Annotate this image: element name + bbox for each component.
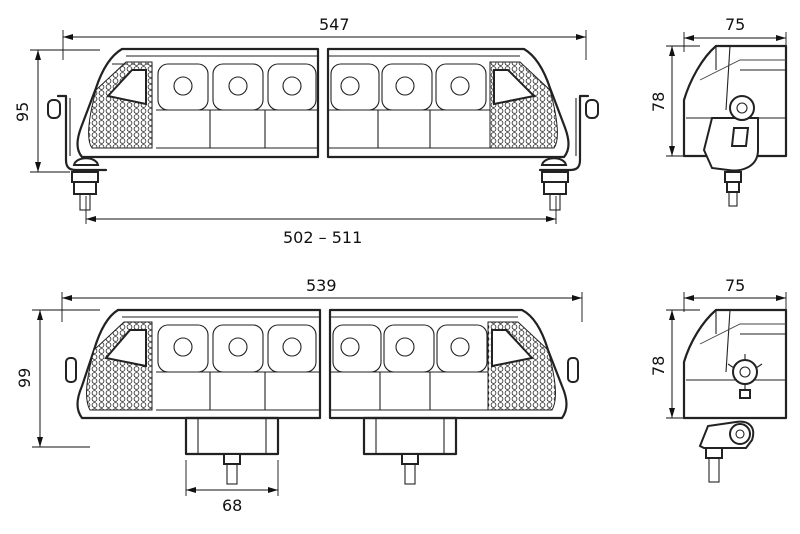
side-housing-top — [682, 44, 788, 207]
top-side-view: 75 78 — [649, 15, 788, 207]
lamp-housing-left-2 — [76, 308, 322, 420]
mount-bracket-right — [538, 94, 599, 211]
lamp-housing-right — [326, 47, 570, 159]
top-front-view: 547 95 502 – 511 — [13, 15, 599, 247]
dim-side-width-label-2: 75 — [725, 276, 745, 295]
dim-height-95: 95 — [13, 49, 100, 173]
mount-block-left — [184, 416, 280, 485]
dim-side-width-2: 75 — [683, 276, 787, 312]
bottom-front-view: 539 99 68 — [15, 276, 583, 515]
dim-height-99: 99 — [15, 309, 100, 448]
dim-mount-span-label: 502 – 511 — [283, 228, 362, 247]
end-caps — [65, 357, 579, 383]
dim-height-label: 95 — [13, 102, 32, 122]
dim-side-width: 75 — [683, 15, 787, 52]
mount-bracket-left — [47, 94, 108, 211]
dim-width-label-2: 539 — [306, 276, 337, 295]
bottom-side-view: 75 78 — [649, 276, 788, 483]
dim-width-label: 547 — [319, 15, 350, 34]
led-lenses-top — [157, 63, 487, 111]
dim-side-height: 78 — [649, 45, 700, 157]
side-housing-bottom — [682, 308, 788, 483]
dim-width-539: 539 — [61, 276, 583, 322]
dim-side-height-label: 78 — [649, 92, 668, 112]
dim-side-height-label-2: 78 — [649, 356, 668, 376]
dim-side-width-label: 75 — [725, 15, 745, 34]
mount-block-right — [362, 416, 458, 485]
dim-bracket-spacing-label: 68 — [222, 496, 242, 515]
dim-side-height-2: 78 — [649, 309, 700, 419]
lamp-housing-left — [76, 47, 320, 159]
lamp-housing-right-2 — [328, 308, 568, 420]
dim-height-label-2: 99 — [15, 368, 34, 388]
dim-width-547: 547 — [62, 15, 587, 60]
led-lenses-bottom — [157, 324, 488, 373]
dim-mount-span: 502 – 511 — [85, 196, 557, 247]
dim-bracket-spacing: 68 — [185, 460, 279, 515]
